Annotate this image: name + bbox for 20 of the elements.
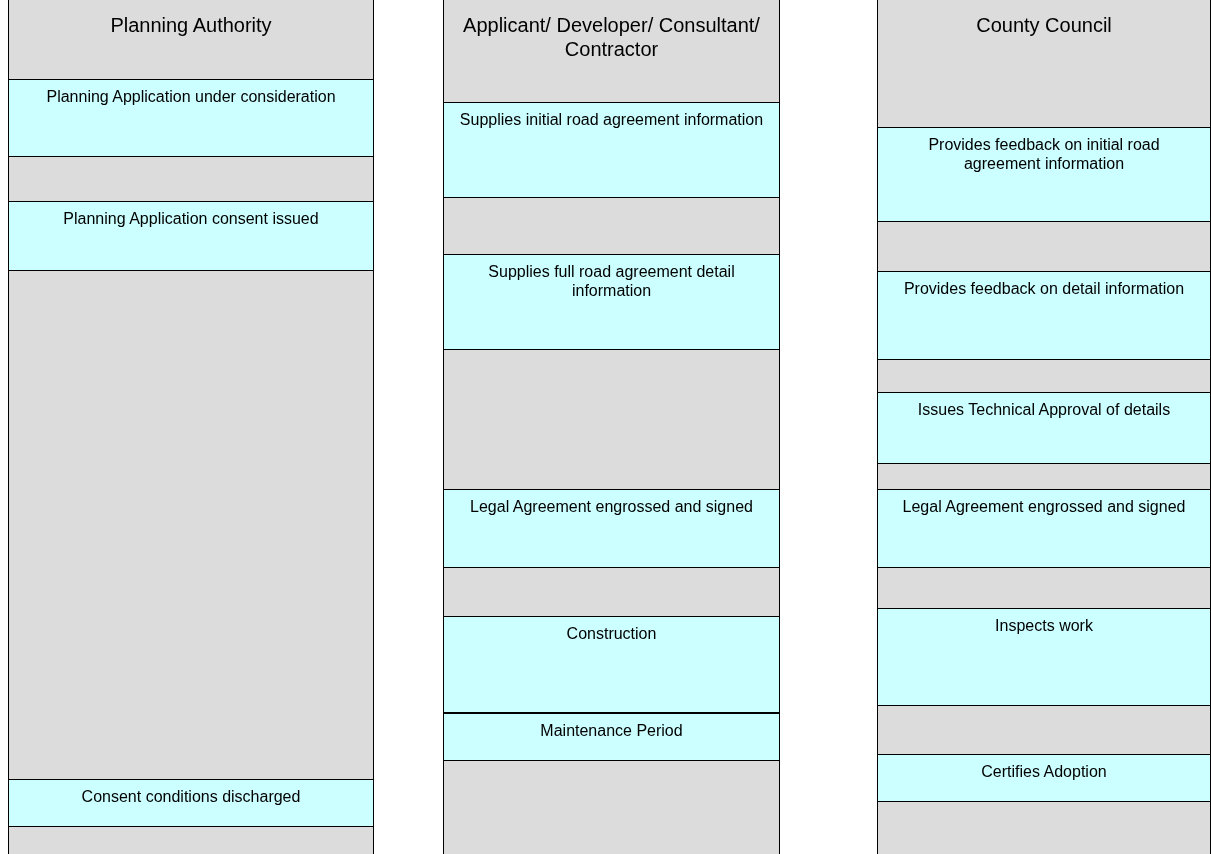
process-box: Consent conditions discharged xyxy=(8,779,374,827)
process-box: Legal Agreement engrossed and signed xyxy=(877,489,1211,568)
lane-heading: County Council xyxy=(975,13,1113,37)
process-box: Planning Application consent issued xyxy=(8,201,374,271)
swimlane xyxy=(443,0,780,854)
process-box: Supplies initial road agreement information xyxy=(443,102,780,198)
lane-heading: Planning Authority xyxy=(109,13,273,37)
process-box: Legal Agreement engrossed and signed xyxy=(443,489,780,568)
lane-heading: Applicant/ Developer/ Consultant/ Contractor xyxy=(462,13,761,61)
process-box: Provides feedback on initial road agreement information xyxy=(877,127,1211,222)
swimlane xyxy=(8,0,374,854)
process-box: Supplies full road agreement detail information xyxy=(443,254,780,350)
process-box: Issues Technical Approval of details xyxy=(877,392,1211,464)
process-box: Planning Application under consideration xyxy=(8,79,374,157)
swimlane xyxy=(877,0,1211,854)
process-box: Inspects work xyxy=(877,608,1211,706)
process-box: Certifies Adoption xyxy=(877,754,1211,802)
process-box: Provides feedback on detail information xyxy=(877,271,1211,360)
process-box: Construction xyxy=(443,616,780,713)
process-box: Maintenance Period xyxy=(443,713,780,761)
